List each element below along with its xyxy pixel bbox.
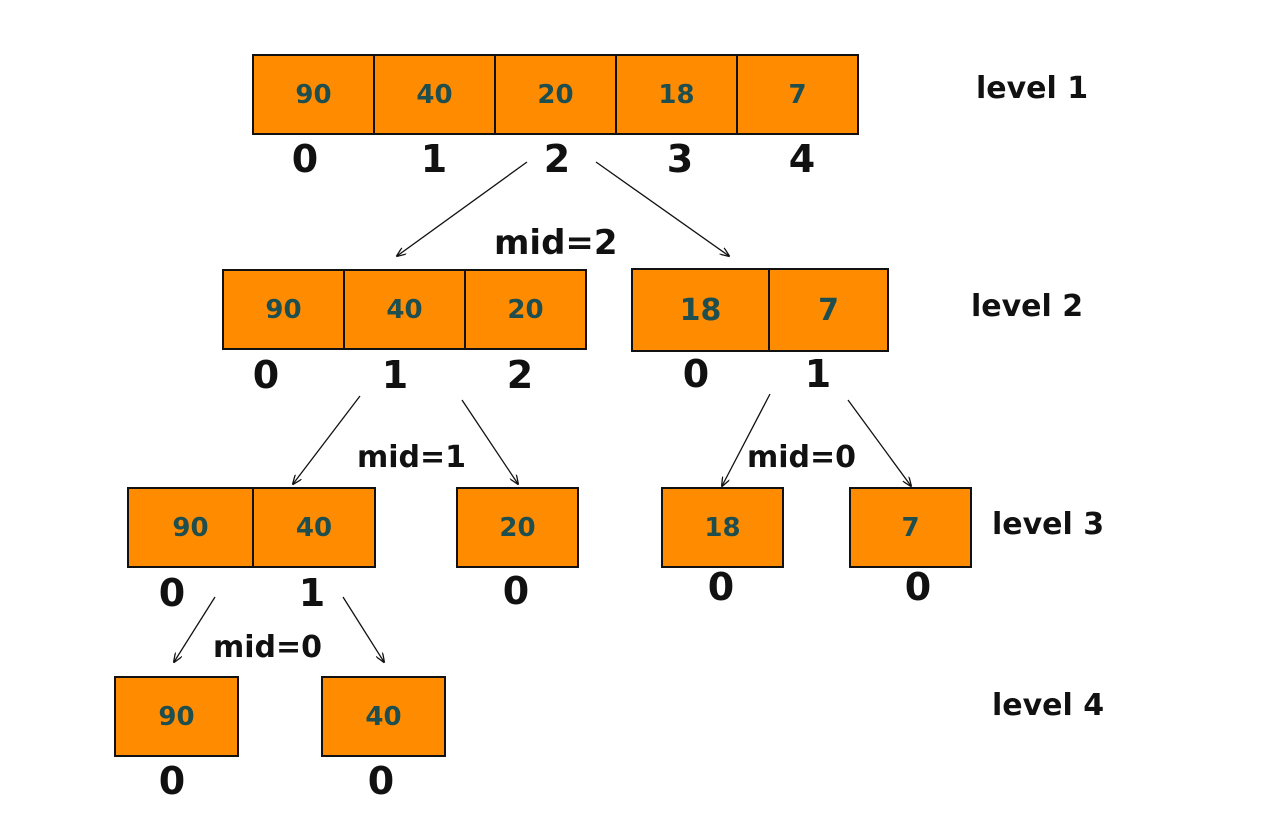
index-label: 1 — [804, 352, 832, 396]
array-cell: 90 — [114, 676, 239, 757]
arrow-l2b-left — [722, 393, 771, 486]
level-label: level 3 — [992, 507, 1105, 542]
array-cell: 18 — [615, 54, 738, 135]
array-cell: 20 — [456, 487, 579, 568]
array-cell: 7 — [736, 54, 859, 135]
array-level3-c: 18 — [661, 487, 784, 568]
array-cell: 90 — [252, 54, 375, 135]
mid-label: mid=1 — [357, 440, 467, 475]
arrow-l2a-right — [461, 399, 518, 484]
array-level4-b: 40 — [321, 676, 446, 757]
array-level3-b: 20 — [456, 487, 579, 568]
index-label: 0 — [158, 571, 186, 615]
array-cell: 20 — [464, 269, 587, 350]
array-cell: 20 — [494, 54, 617, 135]
index-label: 1 — [298, 571, 326, 615]
array-cell: 18 — [631, 268, 770, 352]
index-label: 0 — [158, 759, 186, 803]
array-level3-d: 7 — [849, 487, 972, 568]
index-label: 0 — [707, 565, 735, 609]
mid-label: mid=0 — [747, 440, 857, 475]
array-level4-a: 90 — [114, 676, 239, 757]
array-cell: 90 — [127, 487, 254, 568]
array-level3-a: 90 40 — [127, 487, 376, 568]
index-label: 0 — [252, 353, 280, 397]
arrow-l3a-right — [342, 596, 384, 662]
array-level2-right: 18 7 — [631, 268, 889, 352]
array-cell: 7 — [768, 268, 889, 352]
index-label: 2 — [543, 137, 571, 181]
mid-label: mid=2 — [494, 223, 618, 263]
array-cell: 40 — [373, 54, 496, 135]
index-label: 0 — [682, 352, 710, 396]
index-label: 3 — [666, 137, 694, 181]
index-label: 2 — [506, 353, 534, 397]
array-cell: 40 — [252, 487, 376, 568]
index-label: 0 — [367, 759, 395, 803]
index-label: 0 — [291, 137, 319, 181]
index-label: 1 — [420, 137, 448, 181]
level-label: level 2 — [971, 289, 1084, 324]
index-label: 0 — [904, 565, 932, 609]
arrow-l1-right — [595, 161, 729, 256]
array-cell: 7 — [849, 487, 972, 568]
level-label: level 4 — [992, 688, 1105, 723]
arrow-l2b-right — [847, 399, 911, 486]
array-level2-left: 90 40 20 — [222, 269, 587, 350]
index-label: 0 — [502, 569, 530, 613]
index-label: 4 — [788, 137, 816, 181]
arrow-l1-left — [397, 161, 528, 256]
array-cell: 18 — [661, 487, 784, 568]
mid-label: mid=0 — [213, 630, 323, 665]
array-cell: 90 — [222, 269, 345, 350]
arrow-l2a-left — [293, 395, 361, 484]
array-level1: 90 40 20 18 7 — [252, 54, 859, 135]
index-label: 1 — [381, 353, 409, 397]
arrow-l3a-left — [174, 596, 216, 662]
level-label: level 1 — [976, 71, 1089, 106]
array-cell: 40 — [343, 269, 466, 350]
array-cell: 40 — [321, 676, 446, 757]
